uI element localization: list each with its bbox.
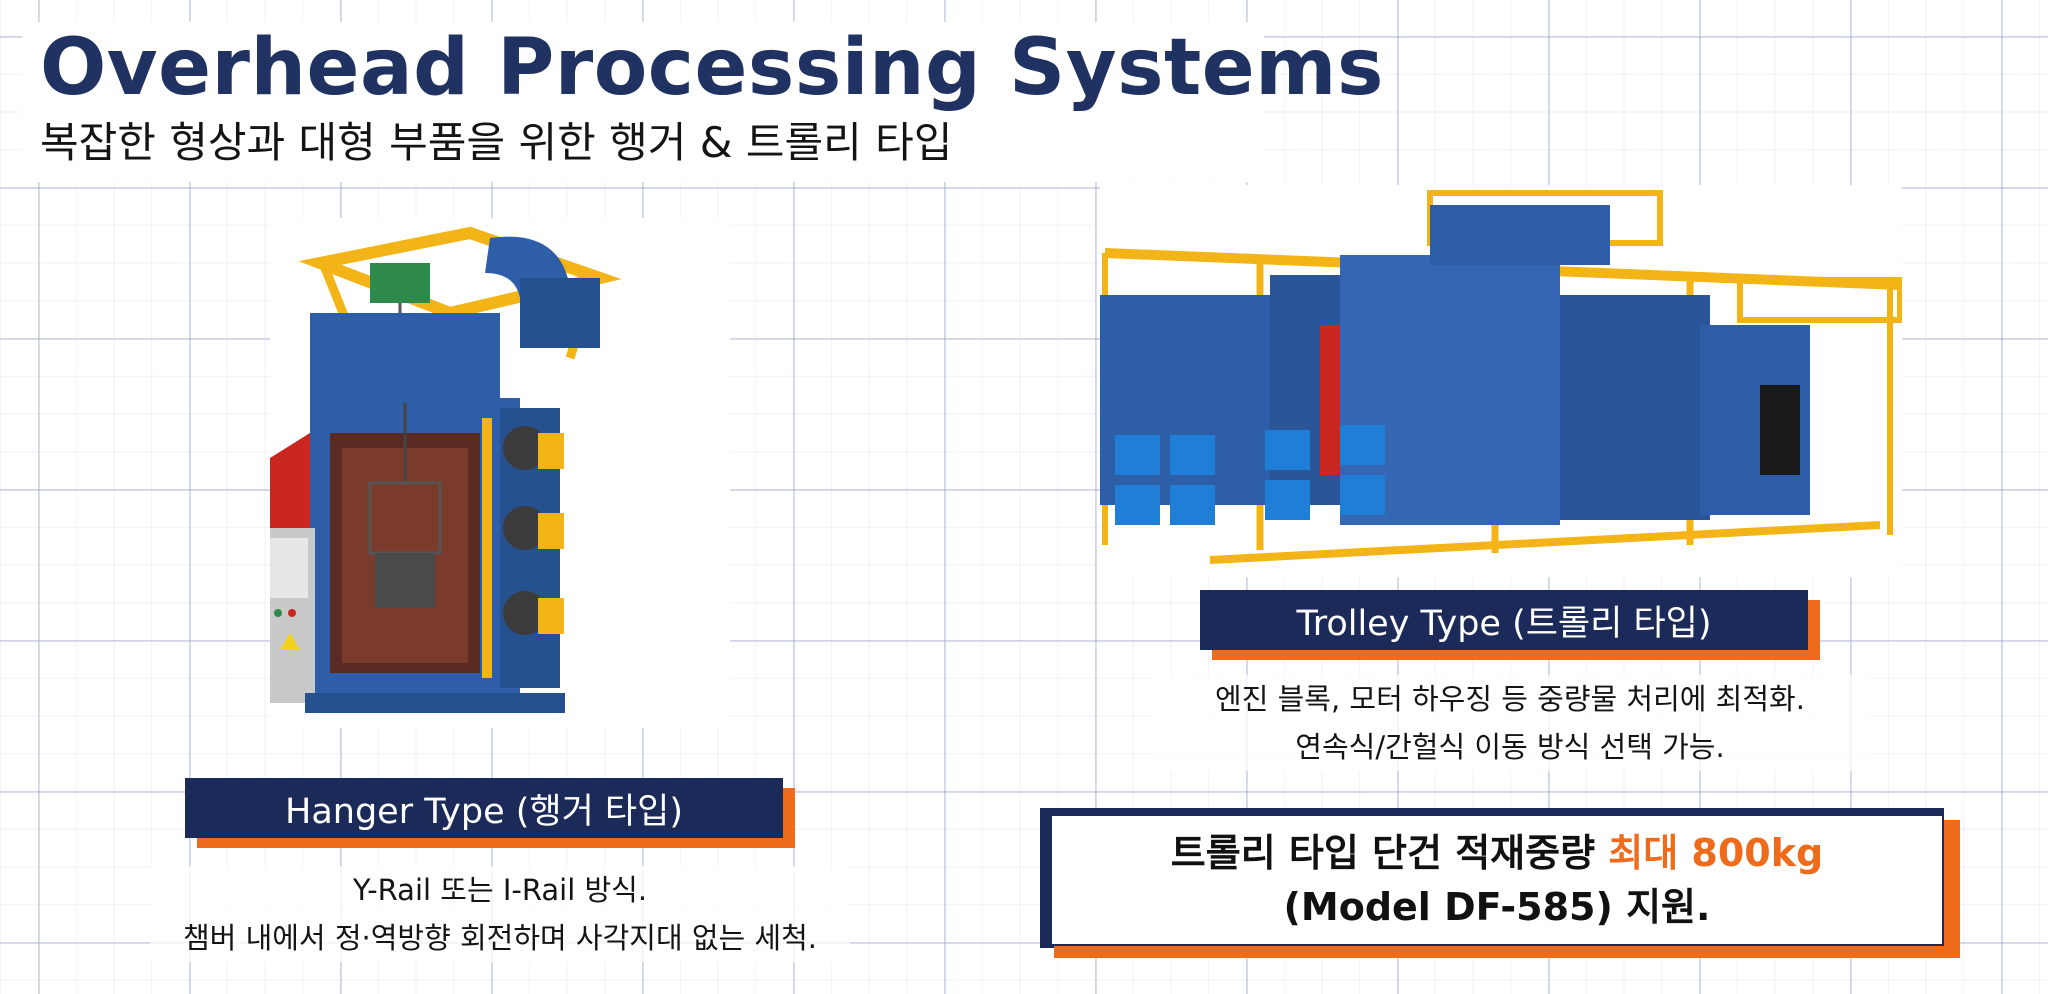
trolley-desc-line2: 연속식/간헐식 이동 방식 선택 가능. (1295, 730, 1725, 764)
page-title: Overhead Processing Systems (40, 23, 1384, 113)
capacity-callout: 트롤리 타입 단건 적재중량 최대 800kg (Model DF-585) 지… (1040, 808, 1960, 958)
callout-text-box: 트롤리 타입 단건 적재중량 최대 800kg (Model DF-585) 지… (1050, 814, 1944, 946)
trolley-label-text: Trolley Type (트롤리 타입) (1200, 590, 1808, 650)
hanger-desc-line1: Y-Rail 또는 I-Rail 방식. (352, 873, 648, 907)
hanger-description: Y-Rail 또는 I-Rail 방식. 챔버 내에서 정·역방향 회전하며 사… (150, 866, 850, 962)
hanger-type-label: Hanger Type (행거 타입) (185, 778, 795, 848)
callout-line2: (Model DF-585) 지원. (1283, 885, 1711, 929)
callout-highlight: 최대 800kg (1608, 831, 1824, 875)
hanger-shot-blast-machine-icon (270, 226, 622, 713)
trolley-type-label: Trolley Type (트롤리 타입) (1200, 590, 1820, 660)
page-subtitle: 복잡한 형상과 대형 부품을 위한 행거 & 트롤리 타입 (40, 118, 953, 167)
trolley-line-photo (1100, 185, 1902, 577)
hanger-machine-photo (270, 218, 730, 728)
header-background (22, 22, 1264, 182)
trolley-description: 엔진 블록, 모터 하우징 등 중량물 처리에 최적화. 연속식/간헐식 이동 … (1150, 675, 1870, 771)
hanger-desc-line2: 챔버 내에서 정·역방향 회전하며 사각지대 없는 세척. (182, 921, 818, 955)
trolley-desc-line1: 엔진 블록, 모터 하우징 등 중량물 처리에 최적화. (1215, 682, 1805, 716)
hanger-label-text: Hanger Type (행거 타입) (185, 778, 783, 838)
trolley-shot-blast-line-icon (1100, 190, 1902, 564)
callout-line1: 트롤리 타입 단건 적재중량 최대 800kg (1171, 826, 1823, 880)
callout-line1-text: 트롤리 타입 단건 적재중량 (1170, 831, 1609, 875)
